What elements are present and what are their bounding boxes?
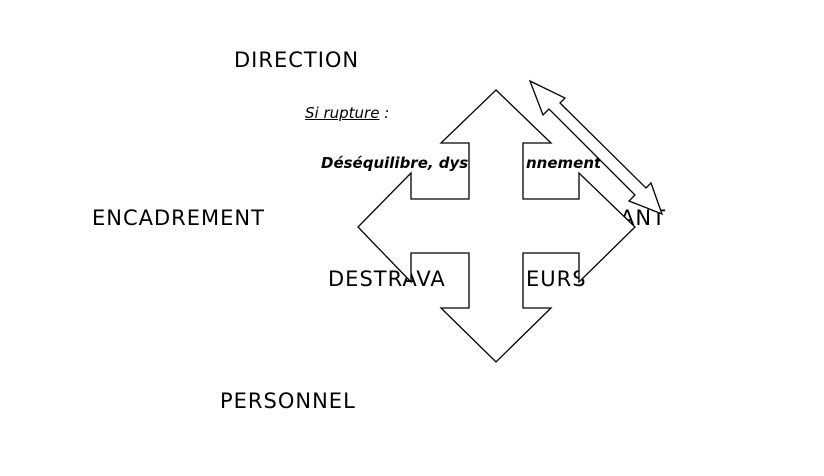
note-text-left: Déséquilibre, dyst (321, 154, 476, 172)
label-direction: DIRECTION (234, 48, 360, 72)
note-text-right: nnement (526, 154, 602, 172)
four-way-arrow-icon (357, 89, 636, 363)
label-bottom-right-fragment: EURS (526, 267, 587, 291)
label-bottom-left-fragment: DESTRAVA (328, 267, 446, 291)
double-arrow-icon (528, 79, 664, 216)
note-heading: Si rupture (305, 104, 380, 122)
note-heading-line: Si rupture : (305, 106, 389, 121)
note-colon: : (379, 104, 390, 122)
label-encadrement: ENCADREMENT (92, 206, 265, 230)
label-personnel: PERSONNEL (220, 389, 356, 413)
